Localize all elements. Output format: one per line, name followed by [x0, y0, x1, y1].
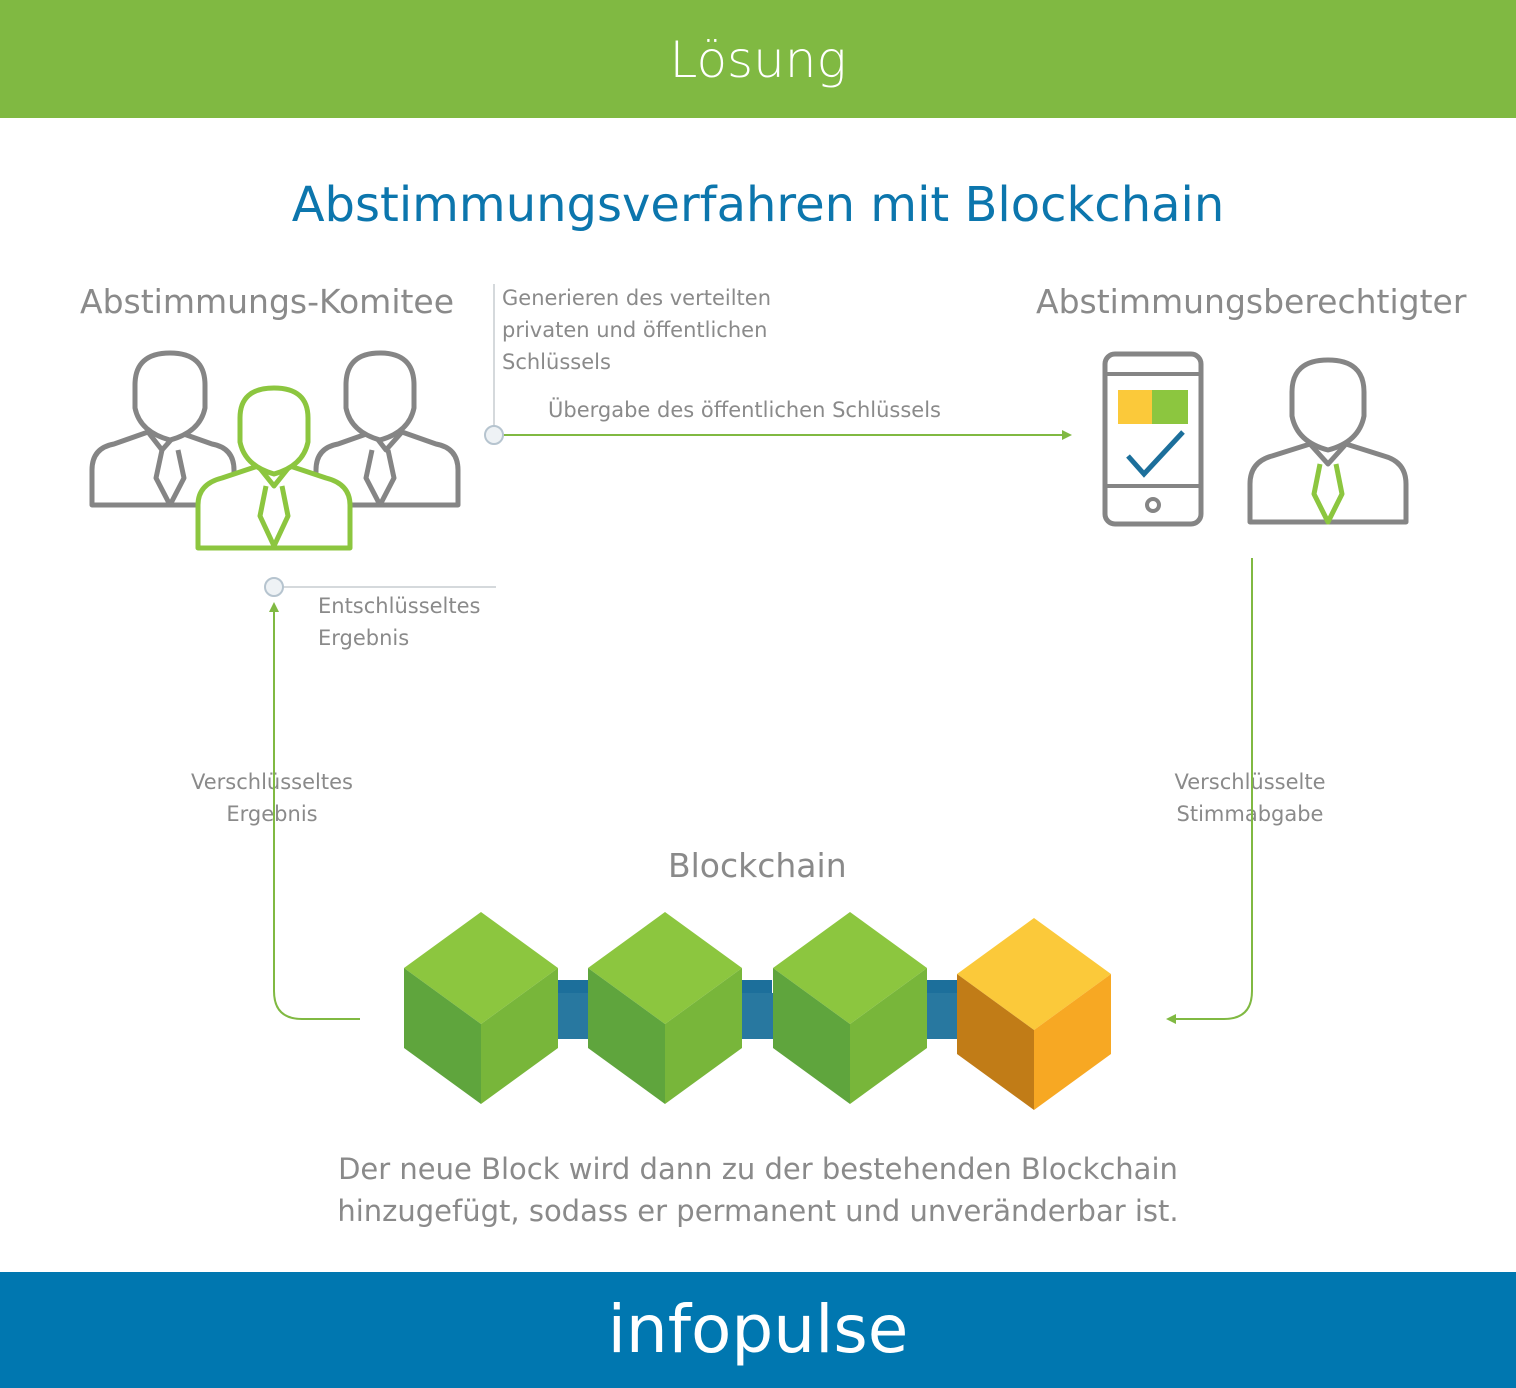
start-node-top: [484, 425, 504, 445]
blockchain-heading: Blockchain: [668, 846, 847, 885]
voter-person-icon: [1247, 357, 1409, 525]
encrypted-result-arrow: [269, 602, 360, 1020]
header-title: Lösung: [669, 31, 847, 89]
block-1: [404, 912, 558, 1104]
footer-banner: infopulse: [0, 1272, 1516, 1388]
page-title: Abstimmungsverfahren mit Blockchain: [291, 177, 1225, 233]
block-3: [773, 912, 927, 1104]
key-generation-label: Generieren des verteilten privaten und ö…: [502, 286, 772, 374]
encrypted-vote-label: Verschlüsselte Stimmabgabe: [1174, 770, 1326, 826]
person-left-icon: [89, 350, 237, 508]
committee-people-icon: [89, 350, 461, 551]
block-new: [957, 918, 1111, 1110]
encrypted-vote-arrow: [1166, 558, 1253, 1024]
encrypted-result-label: Verschlüsseltes Ergebnis: [191, 770, 353, 826]
decrypted-result-label: Entschlüsseltes Ergebnis: [318, 594, 481, 650]
committee-heading: Abstimmungs-Komitee: [80, 282, 455, 321]
blockchain-blocks-icon: [404, 912, 1111, 1110]
connectors: [264, 284, 1253, 1024]
smartphone-vote-icon: [1102, 351, 1204, 527]
start-node-left: [264, 577, 284, 597]
person-center-icon: [195, 385, 353, 551]
caption: Der neue Block wird dann zu der bestehen…: [337, 1152, 1179, 1228]
footer-logo: infopulse: [607, 1291, 909, 1368]
header-banner: Lösung: [0, 0, 1516, 118]
voter-heading: Abstimmungsberechtigter: [1036, 282, 1467, 321]
person-right-icon: [313, 350, 461, 508]
public-key-transfer-label: Übergabe des öffentlichen Schlüssels: [548, 398, 941, 422]
block-2: [588, 912, 742, 1104]
